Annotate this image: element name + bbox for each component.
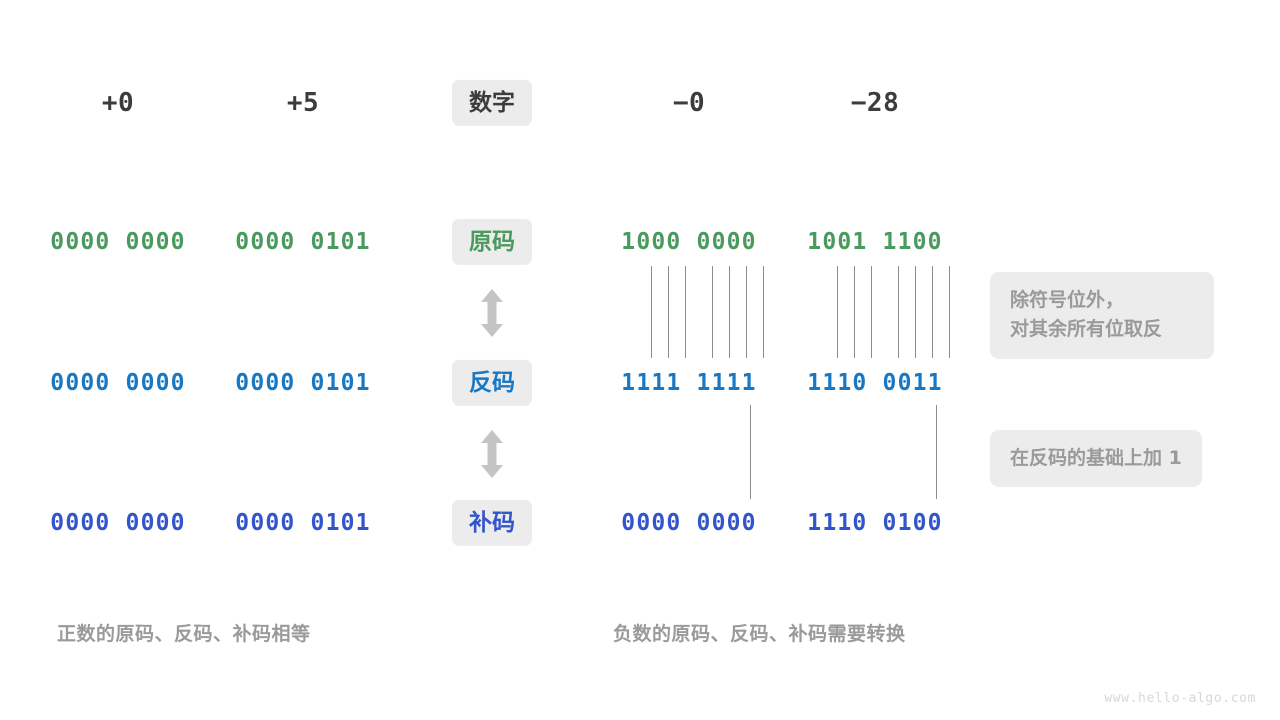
value-ones-complement-minus-zero: 1111 1111 [621, 370, 757, 396]
value-sign-magnitude-minus-twentyeight: 1001 1100 [807, 229, 943, 255]
connector-line [854, 266, 855, 358]
value-twos-complement-minus-zero: 0000 0000 [621, 510, 757, 536]
connector-line [712, 266, 713, 358]
connector-line [915, 266, 916, 358]
value-twos-complement-minus-twentyeight: 1110 0100 [807, 510, 943, 536]
row-label-number: 数字 [452, 79, 532, 127]
connector-line [871, 266, 872, 358]
connector-line [668, 266, 669, 358]
row-label-ones-complement: 反码 [452, 359, 532, 407]
connector-line [746, 266, 747, 358]
row-label-ones-complement-chip: 反码 [452, 359, 532, 407]
value-ones-complement-plus-five: 0000 0101 [235, 370, 371, 396]
caption-negative: 负数的原码、反码、补码需要转换 [613, 623, 906, 645]
connector-line [750, 405, 751, 499]
connector-line [729, 266, 730, 358]
value-ones-complement-plus-zero: 0000 0000 [50, 370, 186, 396]
row-label-twos-complement-chip: 补码 [452, 499, 532, 547]
connector-line [837, 266, 838, 358]
value-sign-magnitude-plus-zero: 0000 0000 [50, 229, 186, 255]
watermark: www.hello-algo.com [1104, 691, 1256, 706]
note-add-one: 在反码的基础上加 1 [990, 430, 1202, 488]
column-header-plus-zero: +0 [101, 88, 135, 118]
value-ones-complement-minus-twentyeight: 1110 0011 [807, 370, 943, 396]
row-label-sign-magnitude: 原码 [452, 218, 532, 266]
value-twos-complement-plus-five: 0000 0101 [235, 510, 371, 536]
note-invert-bits: 除符号位外， 对其余所有位取反 [990, 272, 1214, 359]
column-header-minus-twentyeight: −28 [850, 88, 900, 118]
connector-line [685, 266, 686, 358]
connector-line [763, 266, 764, 358]
connector-line [932, 266, 933, 358]
row-label-sign-magnitude-chip: 原码 [452, 218, 532, 266]
connector-line [936, 405, 937, 499]
value-sign-magnitude-plus-five: 0000 0101 [235, 229, 371, 255]
row-label-number-chip: 数字 [452, 79, 532, 127]
value-twos-complement-plus-zero: 0000 0000 [50, 510, 186, 536]
connector-line [651, 266, 652, 358]
connector-line [898, 266, 899, 358]
column-header-minus-zero: −0 [672, 88, 706, 118]
up-down-arrow-icon-ones-to-twos [477, 428, 507, 480]
up-down-arrow-icon-sign-to-ones [477, 287, 507, 339]
connector-line [949, 266, 950, 358]
caption-positive: 正数的原码、反码、补码相等 [57, 623, 311, 645]
row-label-twos-complement: 补码 [452, 499, 532, 547]
column-header-plus-five: +5 [286, 88, 320, 118]
value-sign-magnitude-minus-zero: 1000 0000 [621, 229, 757, 255]
